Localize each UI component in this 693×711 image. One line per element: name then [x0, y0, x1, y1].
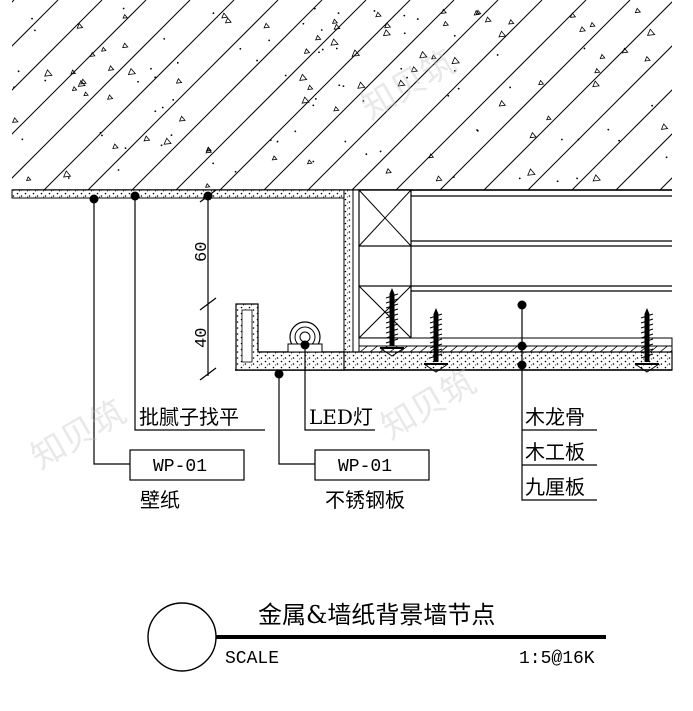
screw-icon: [634, 308, 660, 373]
code-box-stainless: [314, 449, 430, 481]
concrete-slab: [12, 0, 672, 191]
putty-layer: [11, 189, 345, 199]
dimension-40: 40: [193, 328, 212, 348]
svg-text:知贝筑: 知贝筑: [355, 42, 463, 128]
code-box-wallpaper: [129, 449, 245, 481]
detail-title: 金属&墙纸背景墙节点: [258, 601, 495, 629]
dimension-line: [199, 189, 217, 381]
timber-lines: [359, 189, 672, 292]
title-block: 金属&墙纸背景墙节点 SCALE 1:5@16K: [147, 601, 606, 672]
leader-dots: [89, 191, 527, 379]
label-blockboard: 木工板: [525, 440, 585, 464]
dimension-60: 60: [193, 242, 212, 262]
screws: [379, 288, 660, 373]
svg-text:知贝筑: 知贝筑: [375, 362, 483, 448]
leader-lines: [93, 196, 597, 501]
code-stainless: WP-01: [338, 457, 392, 477]
label-putty: 批腻子找平: [139, 405, 239, 429]
label-wallpaper: 壁纸: [140, 488, 180, 512]
scale-value: 1:5@16K: [519, 649, 595, 669]
svg-text:知贝筑: 知贝筑: [25, 392, 133, 478]
label-wood-keel: 木龙骨: [525, 405, 585, 429]
detail-circle: [147, 602, 217, 672]
scale-label: SCALE: [225, 649, 279, 669]
label-plywood: 九厘板: [525, 475, 585, 499]
stainless-trim: [235, 303, 345, 371]
bottom-boards: [358, 337, 673, 353]
label-led: LED灯: [309, 405, 373, 429]
screw-icon: [379, 288, 405, 357]
watermark-logo: 知贝筑 知贝筑 知贝筑: [25, 42, 483, 478]
screw-icon: [423, 308, 449, 373]
vertical-board: [343, 189, 360, 353]
wood-keel-blocks: [358, 189, 412, 339]
code-wallpaper: WP-01: [153, 457, 207, 477]
label-stainless: 不锈钢板: [325, 488, 405, 512]
